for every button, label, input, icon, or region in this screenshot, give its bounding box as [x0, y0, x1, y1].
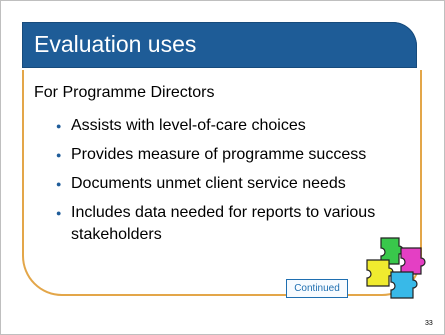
bullet-text: Includes data needed for reports to vari… [71, 204, 376, 243]
puzzle-pieces-icon [366, 237, 426, 299]
bullet-item: Documents unmet client service needs [56, 173, 386, 195]
bullet-text: Provides measure of programme success [71, 146, 367, 163]
continued-button[interactable]: Continued [286, 279, 348, 298]
bullet-list: Assists with level-of-care choices Provi… [56, 115, 386, 253]
title-bar [22, 22, 417, 68]
bullet-text: Assists with level-of-care choices [71, 117, 306, 134]
slide-title: Evaluation uses [34, 31, 197, 57]
page-number: 33 [425, 320, 433, 327]
bullet-text: Documents unmet client service needs [71, 175, 346, 192]
bullet-item: Includes data needed for reports to vari… [56, 202, 386, 246]
bullet-item: Assists with level-of-care choices [56, 115, 386, 137]
bullet-item: Provides measure of programme success [56, 144, 386, 166]
content-box [22, 70, 422, 296]
subtitle: For Programme Directors [34, 84, 215, 101]
